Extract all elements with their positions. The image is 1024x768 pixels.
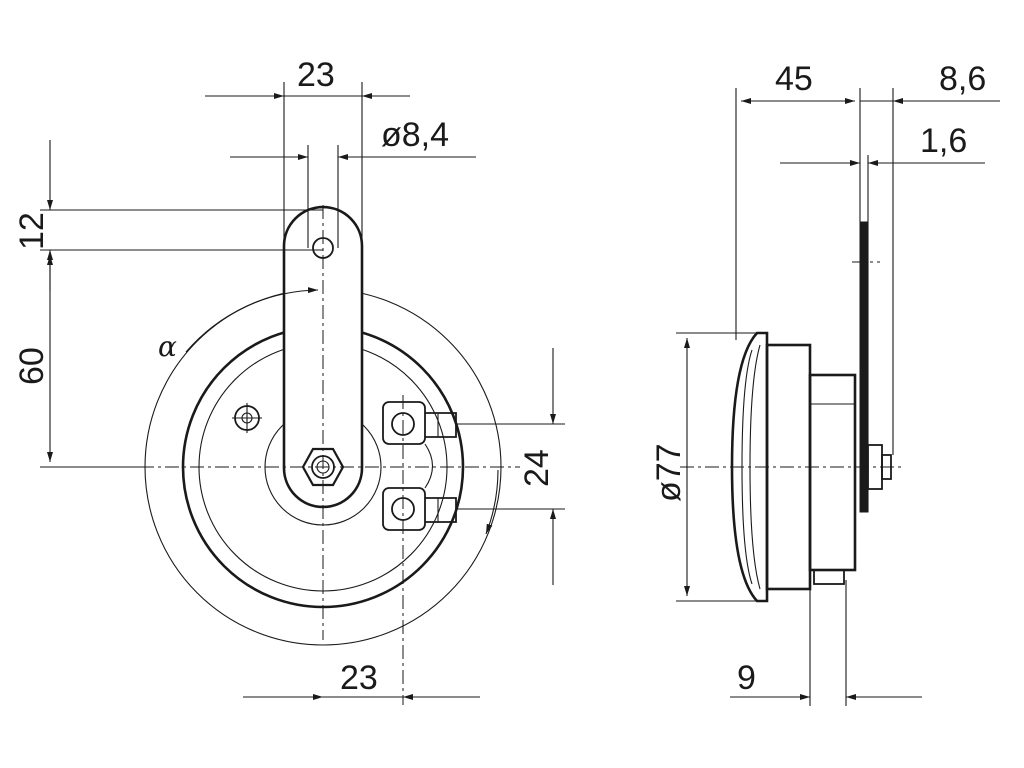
dim-bracket-offset: 8,6 bbox=[939, 60, 986, 98]
terminal-lower bbox=[382, 487, 457, 531]
angle-arc-lower bbox=[485, 469, 499, 535]
dim-top-width: 23 bbox=[297, 56, 335, 94]
side-terminal bbox=[813, 569, 845, 585]
bracket-plate bbox=[859, 221, 869, 513]
front-view: α 23 ø8,4 12 60 24 23 bbox=[13, 56, 565, 705]
angle-arc-upper bbox=[185, 287, 319, 353]
dim-bracket-thickness: 1,6 bbox=[920, 122, 967, 160]
dim-depth: 45 bbox=[775, 60, 813, 98]
dim-bracket-top: 12 bbox=[13, 212, 51, 250]
terminal-upper bbox=[382, 401, 457, 445]
terminal-link bbox=[424, 443, 434, 489]
side-view: 45 8,6 1,6 ø77 9 bbox=[650, 60, 1000, 706]
dim-diameter: ø77 bbox=[650, 443, 688, 502]
dim-terminal-width: 9 bbox=[737, 659, 756, 697]
dim-hole-dia: ø8,4 bbox=[381, 116, 449, 154]
dim-angle-label: α bbox=[158, 330, 177, 363]
dim-bracket-length: 60 bbox=[13, 347, 51, 385]
mounting-screw bbox=[232, 403, 262, 433]
dim-terminal-spacing: 24 bbox=[518, 449, 556, 487]
dim-bottom-offset: 23 bbox=[340, 659, 378, 697]
